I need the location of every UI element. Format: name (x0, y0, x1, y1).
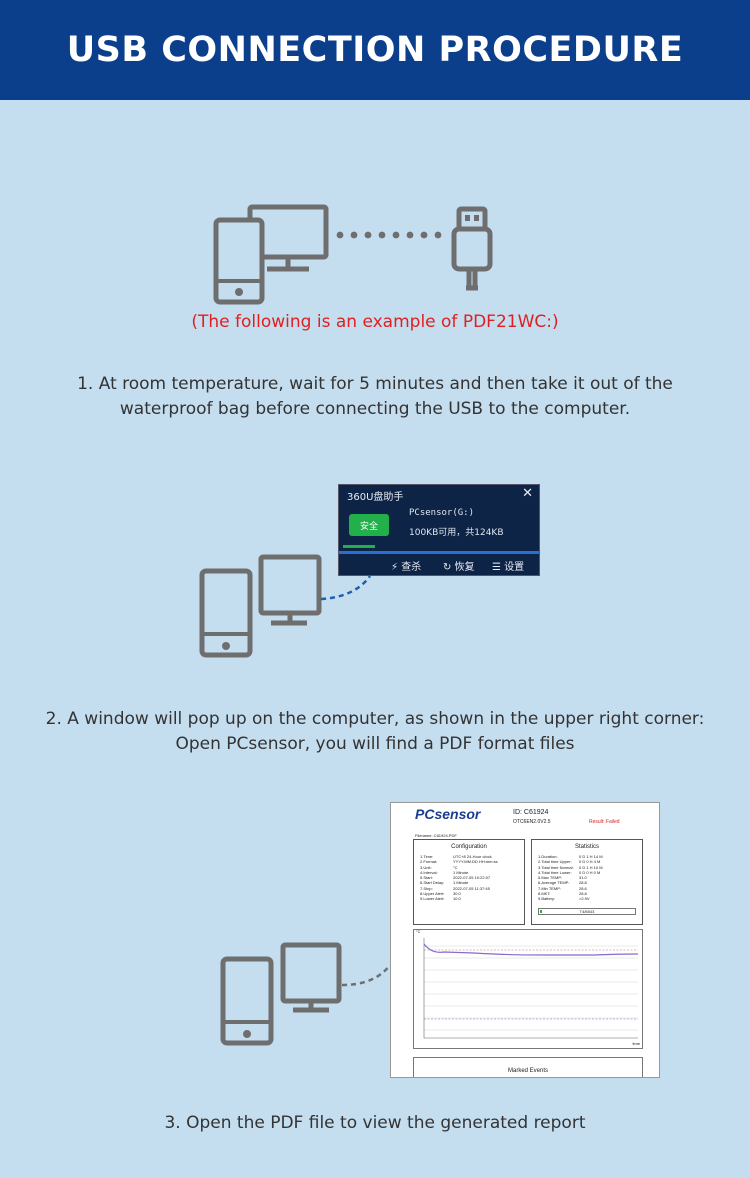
statistics-box: Statistics 1.Duration:0 D 1 H 14 M 2.Tot… (531, 839, 643, 925)
stat-row: 1.Duration:0 D 1 H 14 M (538, 854, 603, 859)
temperature-chart: °C time (413, 929, 643, 1049)
statistics-rows: 1.Duration:0 D 1 H 14 M 2.Total time Upp… (538, 854, 603, 902)
usage-bar (343, 545, 375, 548)
config-row: 5.Start:2022-07-05 10:22:07 (420, 875, 491, 881)
stat-row: 5.Max TEMP:31.0 (538, 875, 587, 881)
dashed-connector-line (341, 964, 391, 987)
temperature-series-line (423, 943, 639, 956)
battery-status-bar: T4/6543 (538, 908, 636, 915)
report-connection-illustration (220, 942, 391, 1046)
popup-divider (339, 551, 539, 554)
stat-row: 6.Average TEMP:28.8 (538, 880, 587, 886)
chart-gridlines (424, 945, 638, 1031)
config-row: 8.Upper Alert:30.0 (420, 891, 461, 897)
monitor-icon (280, 942, 342, 1013)
configuration-rows: 1.Time:UTC+8 24-Hour clock 2.Format:YYYY… (420, 854, 498, 902)
stat-row: 4.Total time Lower:0 D 0 H 0 M (538, 869, 601, 875)
stat-row: 2.Total time Upper:0 D 0 H 4 M (538, 859, 601, 865)
marked-events-title: Marked Events (507, 1068, 549, 1074)
temperature-plot (423, 938, 639, 1039)
step-3-text: 3. Open the PDF file to view the generat… (164, 1113, 586, 1133)
step-1-text: 1. At room temperature, wait for 5 minut… (77, 374, 673, 419)
scan-button[interactable]: ⚡ 查杀 (391, 562, 422, 573)
restore-button[interactable]: ↻ 恢复 (443, 562, 475, 573)
page-title: USB CONNECTION PROCEDURE (66, 30, 684, 70)
device-name[interactable]: PCsensor(G:) (409, 508, 475, 518)
config-row: 1.Time:UTC+8 24-Hour clock (420, 854, 492, 859)
step-2-text: 2. A window will pop up on the computer,… (45, 709, 705, 754)
dashed-connector-line (320, 575, 372, 601)
usb-assistant-popup[interactable]: 360U盘助手 ✕ 安全 PCsensor(G:) 100KB可用，共124KB… (338, 484, 540, 576)
usb-stick-icon (451, 206, 493, 291)
tablet-icon (213, 217, 265, 305)
settings-button[interactable]: ☰ 设置 (492, 562, 525, 573)
close-icon[interactable]: ✕ (522, 486, 533, 501)
report-filename: Filename: C61924.PDF (415, 833, 457, 838)
stat-row: 9.Battery:>2.9V (538, 896, 590, 902)
pcsensor-logo: PCsensor (415, 806, 481, 822)
config-row: 6.Start Delay:1 Minute (420, 880, 469, 886)
config-row: 7.Stop:2022-07-05 11:37:45 (420, 885, 490, 891)
battery-status-text: T4/6543 (579, 909, 595, 914)
report-result: Result: Failed (589, 819, 620, 825)
page-header: USB CONNECTION PROCEDURE (0, 0, 750, 100)
tablet-icon (199, 568, 253, 658)
config-row: 4.Interval:1 Minute (420, 869, 469, 875)
device-space: 100KB可用，共124KB (409, 528, 504, 538)
stat-row: 3.Total time Normal:0 D 1 H 10 M (538, 864, 603, 870)
stat-row: 8.MKT:28.8 (538, 891, 587, 897)
safe-badge: 安全 (349, 514, 389, 536)
configuration-box: Configuration 1.Time:UTC+8 24-Hour clock… (413, 839, 525, 925)
usb-connection-illustration (213, 204, 493, 305)
report-id: ID: C61924 (513, 809, 549, 816)
popup-title: 360U盘助手 (347, 492, 404, 503)
statistics-title: Statistics (574, 844, 599, 850)
chart-unit-label: °C (416, 929, 421, 934)
popup-connection-illustration (199, 554, 372, 658)
configuration-title: Configuration (451, 844, 487, 850)
config-row: 9.Lower Alert:10.0 (420, 896, 461, 902)
tablet-icon (220, 956, 274, 1046)
pdf-report-preview[interactable]: PCsensor ID: C61924 OTC6EN2.0V2.5 Result… (390, 802, 660, 1078)
marked-events-box: Marked Events (413, 1057, 643, 1077)
chart-x-axis-label: time (632, 1041, 640, 1046)
report-firmware: OTC6EN2.0V2.5 (513, 819, 551, 825)
stat-row: 7.Min TEMP:28.6 (538, 885, 587, 891)
example-note: (The following is an example of PDF21WC:… (191, 312, 559, 332)
usb-port-slots-icon (465, 215, 479, 221)
config-row: 2.Format:YYYY.MM.DD HH:mm:ss (420, 859, 498, 865)
connection-dots-icon (336, 231, 442, 239)
monitor-icon (258, 554, 322, 626)
config-row: 3.Unit:°C (420, 864, 458, 870)
